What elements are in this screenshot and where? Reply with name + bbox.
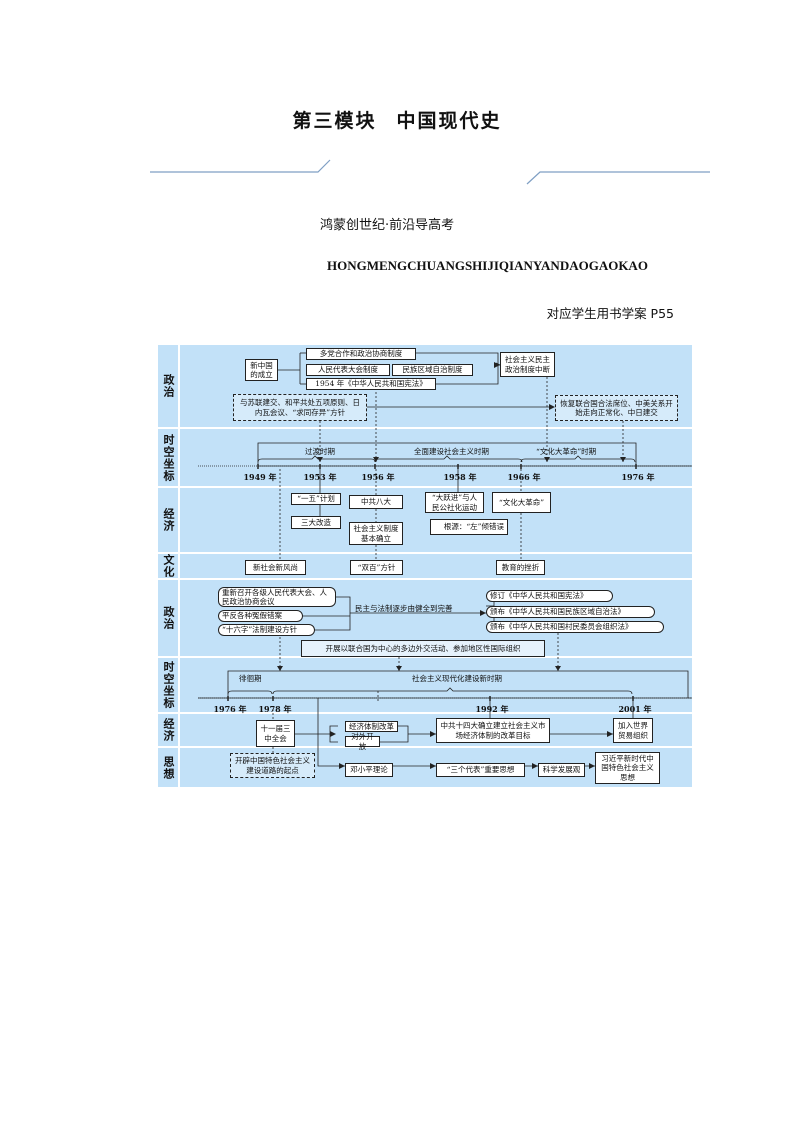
year-label: 1953 年 [303, 472, 337, 482]
year-label: 1949 年 [243, 472, 277, 482]
founding-box: 新中国的成立 [245, 359, 278, 381]
education-setback-box: 教育的挫折 [496, 560, 545, 575]
period-transition: 过渡时期 [305, 447, 335, 456]
year-label: 1976 年 [621, 472, 655, 482]
period-full-construction: 全面建设社会主义时期 [414, 447, 489, 456]
revise-constitution-box: 修订《中华人民共和国宪法》 [486, 590, 613, 602]
year-label: 1992 年 [475, 704, 509, 714]
three-represents-box: “三个代表”重要思想 [436, 763, 525, 777]
year-label: 1966 年 [507, 472, 541, 482]
regional-law-box: 颁布《中华人民共和国民族区域自治法》 [486, 606, 655, 618]
opening-up-box: 对外开放 [345, 732, 380, 751]
subtitle-cn: 鸿蒙创世纪·前沿导高考 [320, 218, 455, 233]
row-label: 时空坐标 [158, 429, 180, 486]
page-title: 第三模块中国现代史 [0, 106, 794, 133]
sixteen-char-box: “十六字”法制建设方针 [218, 624, 315, 636]
diplomacy-1950s-box: 与苏联建交、和平共处五项原则、日内瓦会议、“求同存异”方针 [233, 394, 367, 421]
module-name: 中国现代史 [396, 110, 502, 132]
multiparty-box: 多党合作和政治协商制度 [306, 348, 416, 360]
year-label: 1956 年 [361, 472, 395, 482]
reconvene-box: 重新召开各级人民代表大会、人民政治协商会议 [218, 587, 336, 607]
period-hesitation: 徘徊期 [239, 674, 262, 683]
subtitle-pinyin: HONGMENGCHUANGSHIJIQIANYANDAOGAOKAO [327, 258, 648, 273]
period-cultural-revolution: “文化大革命”时期 [536, 447, 597, 456]
starting-point-box: 开辟中国特色社会主义建设道路的起点 [230, 753, 315, 778]
row-timeline-2: 时空坐标 [158, 658, 692, 714]
rehabilitate-box: 平反各种冤假错案 [218, 610, 303, 622]
system-established-box: 社会主义制度基本确立 [349, 522, 403, 545]
period-modernization: 社会主义现代化建设新时期 [412, 674, 502, 683]
great-leap-box: “大跃进”与人民公社化运动 [425, 492, 484, 513]
democracy-law-label: 民主与法制逐步由健全到完善 [355, 604, 453, 613]
book-reference: 对应学生用书学案 P55 [546, 306, 674, 321]
new-customs-box: 新社会新风尚 [245, 560, 306, 575]
constitution-1954-box: 1954 年《中华人民共和国宪法》 [306, 378, 436, 390]
third-plenum-box: 十一届三中全会 [256, 720, 295, 747]
year-label: 2001 年 [618, 704, 652, 714]
regional-autonomy-box: 民族区域自治制度 [392, 364, 473, 376]
root-cause-box: 根源：“左”倾错误 [430, 519, 508, 535]
multilateral-diplomacy-box: 开展以联合国为中心的多边外交活动、参加地区性国际组织 [301, 640, 545, 657]
row-label: 时空坐标 [158, 658, 180, 712]
row-label: 政治 [158, 345, 180, 427]
year-label: 1976 年 [213, 704, 247, 714]
row-economy-2: 经济 [158, 714, 692, 748]
cultural-revolution-box: “文化大革命” [492, 492, 551, 513]
row-label: 文化 [158, 554, 180, 578]
fourteenth-congress-box: 中共十四大确立建立社会主义市场经济体制的改革目标 [436, 718, 550, 743]
row-economy-1: 经济 [158, 488, 692, 554]
year-label: 1978 年 [258, 704, 292, 714]
row-label: 思想 [158, 748, 180, 787]
row-culture-1: 文化 [158, 554, 692, 580]
module-label: 第三模块 [292, 110, 377, 132]
row-politics-2: 政治 [158, 580, 692, 658]
diplomacy-1970s-box: 恢复联合国合法席位、中美关系开始走向正常化、中日建交 [555, 395, 678, 421]
scientific-outlook-box: 科学发展观 [538, 763, 585, 777]
header-rule [150, 159, 710, 185]
year-label: 1958 年 [443, 472, 477, 482]
row-timeline-1: 时空坐标 [158, 429, 692, 488]
connector-lines [198, 352, 692, 769]
double-hundred-box: “双百”方针 [350, 560, 403, 575]
timeline-diagram: 政治 时空坐标 经济 文化 政治 时空坐标 经济 思想 [158, 345, 692, 787]
xi-thought-box: 习近平新时代中国特色社会主义思想 [595, 752, 660, 784]
row-thought-2: 思想 [158, 748, 692, 787]
deng-theory-box: 邓小平理论 [345, 763, 393, 777]
five-year-plan-box: “一五”计划 [291, 493, 341, 505]
row-label: 经济 [158, 488, 180, 552]
democracy-interrupted-box: 社会主义民主政治制度中断 [500, 352, 555, 377]
three-reforms-box: 三大改造 [291, 516, 341, 529]
village-law-box: 颁布《中华人民共和国村民委员会组织法》 [486, 621, 664, 633]
system-reform-box: 经济体制改革 [345, 721, 398, 732]
row-label: 政治 [158, 580, 180, 656]
wto-box: 加入世界贸易组织 [613, 718, 653, 743]
row-politics-1: 政治 [158, 345, 692, 429]
eighth-congress-box: 中共八大 [349, 495, 403, 509]
npc-box: 人民代表大会制度 [306, 364, 390, 376]
row-label: 经济 [158, 714, 180, 746]
